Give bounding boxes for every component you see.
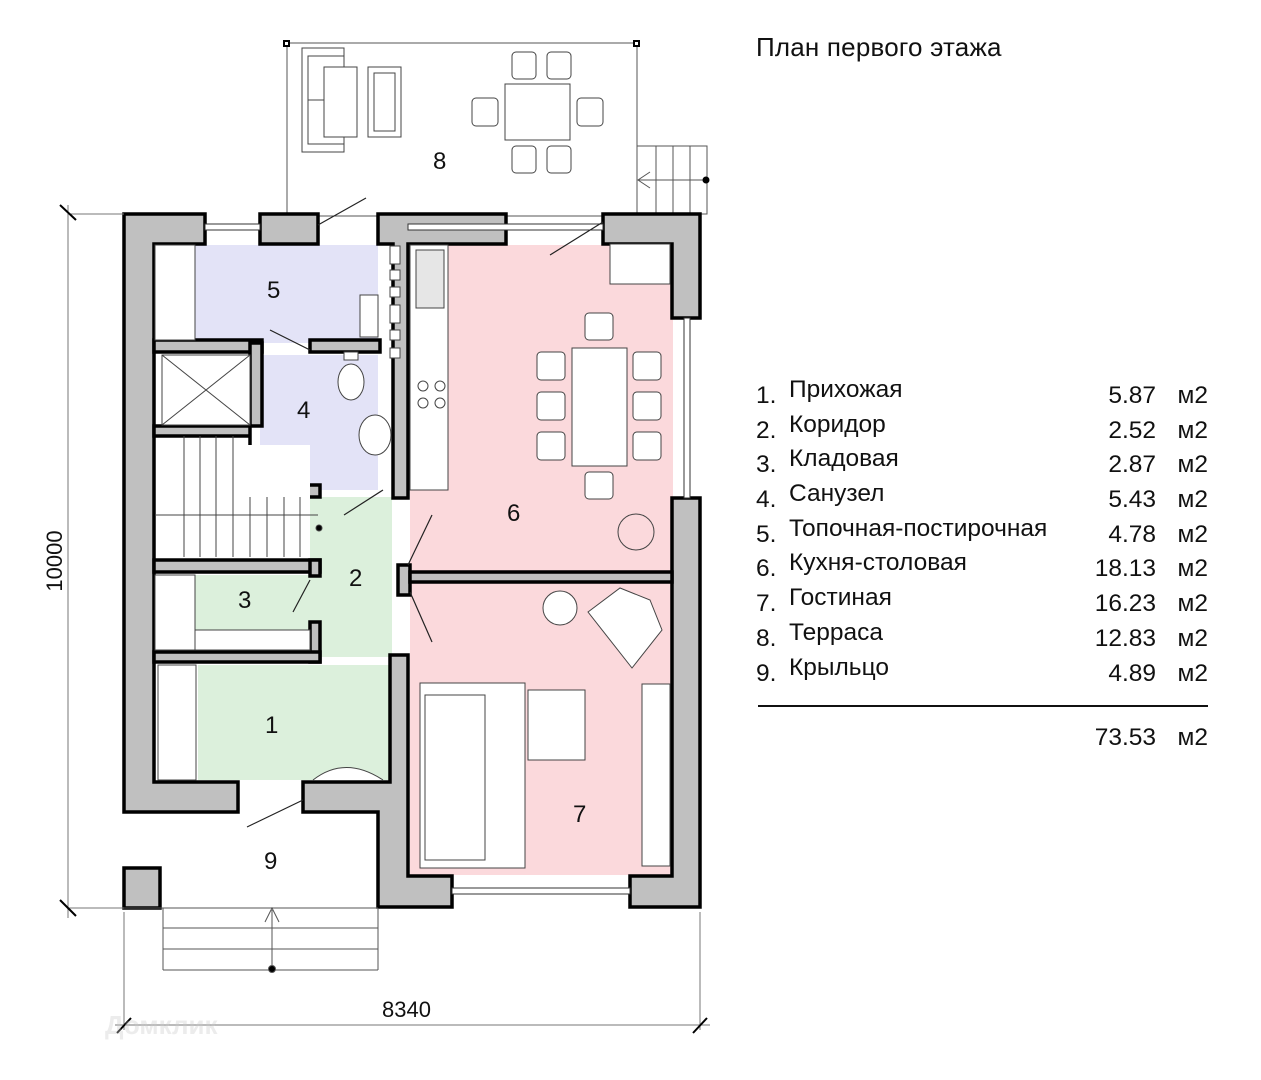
legend-row: 8. Терраса 12.83 м2 — [756, 619, 1208, 654]
total-area: 73.53 — [1094, 724, 1156, 751]
legend-unit: м2 — [1177, 520, 1208, 548]
legend-num: 9. — [756, 659, 777, 687]
room-label-6: 6 — [507, 500, 521, 527]
door-swings — [246, 197, 604, 828]
legend-area: 18.13 — [1094, 555, 1156, 583]
legend-unit: м2 — [1177, 382, 1208, 409]
legend-name: Санузел — [789, 480, 885, 508]
legend-area: 5.43 — [1108, 486, 1156, 514]
room-label-9: 9 — [264, 848, 278, 875]
room-label-2: 2 — [349, 565, 363, 592]
legend-area: 16.23 — [1094, 590, 1156, 618]
legend-unit: м2 — [1177, 659, 1208, 687]
room-1-floor — [198, 665, 390, 780]
legend-unit: м2 — [1177, 555, 1208, 583]
legend-unit: м2 — [1177, 624, 1208, 652]
room-label-7: 7 — [573, 801, 587, 828]
legend-area: 4.78 — [1108, 520, 1156, 548]
legend-num: 1. — [756, 382, 777, 409]
legend-num: 8. — [756, 624, 777, 652]
watermark: Домклик — [105, 1010, 218, 1040]
legend-row: 3. Кладовая 2.87 м2 — [756, 445, 1208, 480]
legend-name: Топочная-постирочная — [789, 514, 1048, 542]
terrace — [283, 40, 710, 217]
room-legend: 1. Прихожая 5.87 м2 2. Коридор 2.52 м2 3. Кладо… — [756, 376, 1208, 688]
legend-name: Крыльцо — [789, 653, 889, 681]
windows — [204, 223, 691, 895]
legend-num: 3. — [756, 451, 777, 479]
legend-unit: м2 — [1177, 486, 1208, 514]
legend-num: 7. — [756, 590, 777, 618]
legend-unit: м2 — [1177, 416, 1208, 444]
floor-plan — [59, 40, 710, 1034]
legend-name: Коридор — [789, 410, 886, 438]
legend-unit: м2 — [1177, 451, 1208, 479]
legend-row: 5. Топочная-постирочная 4.78 м2 — [756, 515, 1208, 550]
room-label-5: 5 — [267, 277, 281, 304]
room-3-floor — [195, 575, 310, 635]
legend-area: 2.52 — [1108, 416, 1156, 444]
legend-num: 2. — [756, 416, 777, 444]
legend-name: Кухня-столовая — [789, 549, 967, 577]
staircase — [155, 354, 323, 557]
legend-num: 5. — [756, 520, 777, 548]
legend-name: Гостиная — [789, 584, 892, 612]
room-label-8: 8 — [433, 148, 447, 175]
dimension-lines — [59, 204, 710, 1034]
legend-num: 4. — [756, 486, 777, 514]
dimension-width: 8340 — [382, 997, 431, 1022]
legend-row: 6. Кухня-столовая 18.13 м2 — [756, 549, 1208, 584]
legend-total: 73.53 м2 — [756, 724, 1208, 758]
legend-row: 1. Прихожая 5.87 м2 — [756, 376, 1208, 411]
legend-area: 4.89 — [1108, 659, 1156, 687]
fixtures — [154, 243, 671, 869]
legend-num: 6. — [756, 555, 777, 583]
room-label-3: 3 — [238, 587, 252, 614]
legend-row: 4. Санузел 5.43 м2 — [756, 480, 1208, 515]
room-2-floor — [310, 497, 392, 657]
porch-steps — [124, 906, 379, 973]
legend-name: Терраса — [789, 618, 883, 646]
room-label-1: 1 — [265, 712, 279, 739]
legend-area: 2.87 — [1108, 451, 1156, 479]
legend-unit: м2 — [1177, 590, 1208, 618]
legend-row: 7. Гостиная 16.23 м2 — [756, 584, 1208, 619]
walls — [122, 212, 702, 910]
legend-area: 5.87 — [1108, 382, 1156, 409]
total-unit: м2 — [1177, 724, 1208, 751]
legend-area: 12.83 — [1094, 624, 1156, 652]
room-label-4: 4 — [297, 397, 311, 424]
legend-divider — [758, 705, 1208, 707]
legend-name: Прихожая — [789, 376, 903, 403]
legend-row: 9. Крыльцо 4.89 м2 — [756, 654, 1208, 689]
legend-row: 2. Коридор 2.52 м2 — [756, 411, 1208, 446]
dimension-height: 10000 — [42, 530, 67, 592]
page-title: План первого этажа — [756, 32, 1002, 62]
legend-name: Кладовая — [789, 445, 899, 473]
